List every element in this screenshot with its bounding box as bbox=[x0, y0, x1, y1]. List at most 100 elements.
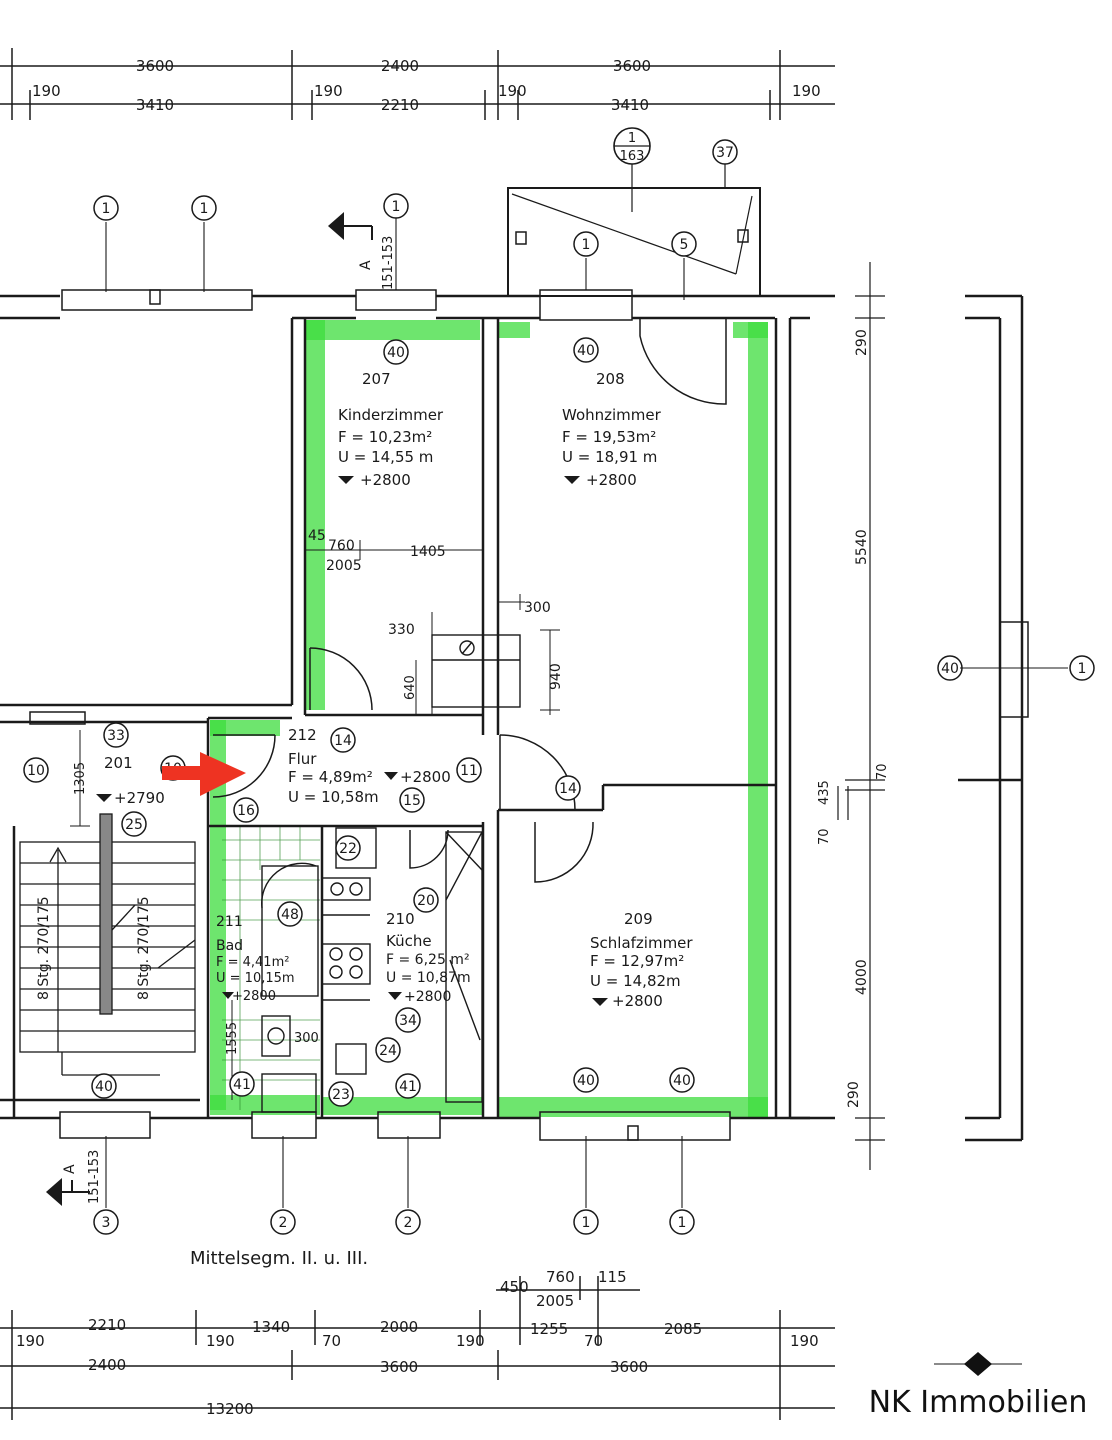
tag-circle bbox=[669, 1209, 695, 1235]
room-210-name: Küche bbox=[386, 932, 432, 950]
tag-40: 40 bbox=[573, 1067, 599, 1093]
dim-1305: 1305 bbox=[73, 762, 88, 795]
dim-bottom-190-b: 190 bbox=[206, 1332, 235, 1350]
tag-circle bbox=[277, 901, 303, 927]
dim-330: 330 bbox=[388, 622, 415, 638]
tag-circle bbox=[270, 1209, 296, 1235]
room-209-area: F = 12,97m² bbox=[590, 952, 684, 970]
dim-top-2210: 2210 bbox=[381, 96, 419, 114]
tag-1: 1 bbox=[669, 1209, 695, 1235]
room-212-perimeter: U = 10,58m bbox=[288, 788, 379, 806]
dim-top-190-d: 190 bbox=[792, 82, 821, 100]
tag-label: 14 bbox=[559, 781, 577, 797]
tag-41: 41 bbox=[395, 1073, 421, 1099]
dim-760: 760 bbox=[328, 538, 355, 554]
tag-label: 40 bbox=[95, 1079, 113, 1095]
dim-top-190-b: 190 bbox=[314, 82, 343, 100]
tag-5: 5 bbox=[671, 231, 697, 257]
tag-25: 25 bbox=[121, 811, 147, 837]
tag-label: 2 bbox=[279, 1215, 288, 1231]
level-marker-icon bbox=[338, 476, 354, 484]
tag-2: 2 bbox=[270, 1209, 296, 1235]
room-201-level: +2790 bbox=[114, 789, 165, 807]
tag-label: 40 bbox=[387, 345, 405, 361]
bath-tile-grid bbox=[222, 826, 320, 1110]
tag-1: 1 bbox=[191, 195, 217, 221]
tag-circle bbox=[330, 727, 356, 753]
room-212-level: +2800 bbox=[400, 768, 451, 786]
room-210-area: F = 6,25 m² bbox=[386, 952, 470, 968]
dim-top-190-c: 190 bbox=[498, 82, 527, 100]
dim-bottom-190-d: 190 bbox=[790, 1332, 819, 1350]
room-207-name: Kinderzimmer bbox=[338, 406, 444, 424]
tag-circle bbox=[573, 231, 599, 257]
tag-label: 3 bbox=[102, 1215, 111, 1231]
tag-circle bbox=[191, 195, 217, 221]
tag-circle bbox=[121, 811, 147, 837]
dim-top-3600-b: 3600 bbox=[613, 57, 651, 75]
dim-bottom-1340: 1340 bbox=[252, 1318, 290, 1336]
tag-40: 40 bbox=[91, 1073, 117, 1099]
tag-label: 1 bbox=[200, 201, 209, 217]
room-208-level: +2800 bbox=[586, 471, 637, 489]
tag-label: 40 bbox=[673, 1073, 691, 1089]
dim-right-435: 435 bbox=[817, 780, 832, 805]
dim-bottom-760: 760 bbox=[546, 1268, 575, 1286]
dim-640: 640 bbox=[403, 675, 418, 700]
dim-top-3410-a: 3410 bbox=[136, 96, 174, 114]
dim-bottom-70-b: 70 bbox=[584, 1332, 603, 1350]
tag-circle bbox=[395, 1073, 421, 1099]
tag-label: 37 bbox=[716, 145, 734, 161]
tag-label: 34 bbox=[399, 1013, 417, 1029]
dim-bottom-3600-b: 3600 bbox=[610, 1358, 648, 1376]
dim-1555: 1555 bbox=[225, 1022, 240, 1055]
level-marker-icon bbox=[222, 992, 234, 999]
tag-label: 1 bbox=[102, 201, 111, 217]
dim-top-2400: 2400 bbox=[381, 57, 419, 75]
tag-37: 37 bbox=[712, 139, 738, 165]
tag-34: 34 bbox=[395, 1007, 421, 1033]
diamond-icon bbox=[964, 1352, 992, 1376]
tag-label: 48 bbox=[281, 907, 299, 923]
brand-name: NK Immobilien bbox=[869, 1385, 1088, 1420]
tag-15: 15 bbox=[399, 787, 425, 813]
bottom-dimension-labels: 450 760 115 2005 190 2210 190 1340 70 20… bbox=[16, 1268, 819, 1418]
tag-label: 1 bbox=[392, 199, 401, 215]
right-dimension-lines bbox=[837, 262, 885, 1170]
tag-1: 1 bbox=[1069, 655, 1095, 681]
tag-11: 11 bbox=[456, 757, 482, 783]
tag-label: 1 bbox=[582, 1215, 591, 1231]
room-211-number: 211 bbox=[216, 914, 243, 930]
tag-circle bbox=[712, 139, 738, 165]
room-209-name: Schlafzimmer bbox=[590, 934, 693, 952]
detail-number: 1 bbox=[628, 131, 636, 146]
tag-10: 10 bbox=[23, 757, 49, 783]
tag-label: 24 bbox=[379, 1043, 397, 1059]
section-marker-bottom: A 151-153 bbox=[46, 1150, 102, 1206]
tag-2: 2 bbox=[395, 1209, 421, 1235]
room-212-area: F = 4,89m² bbox=[288, 768, 373, 786]
stair-label-left: 8 Stg. 270/175 bbox=[36, 896, 52, 1000]
tag-circle bbox=[456, 757, 482, 783]
grid-reference-lines bbox=[105, 218, 1068, 1208]
tag-circle bbox=[93, 1209, 119, 1235]
tag-40: 40 bbox=[573, 337, 599, 363]
tag-label: 1 bbox=[1078, 661, 1087, 677]
level-marker-icon bbox=[592, 998, 608, 1006]
tag-40: 40 bbox=[937, 655, 963, 681]
level-marker-icon bbox=[384, 772, 398, 780]
tag-circle bbox=[383, 339, 409, 365]
tag-label: 1 bbox=[582, 237, 591, 253]
dim-bottom-2210: 2210 bbox=[88, 1316, 126, 1334]
room-207-level: +2800 bbox=[360, 471, 411, 489]
tag-label: 10 bbox=[27, 763, 45, 779]
tag-24: 24 bbox=[375, 1037, 401, 1063]
section-marker-top: A 151-153 bbox=[328, 212, 396, 290]
level-marker-icon bbox=[564, 476, 580, 484]
tag-1: 1 bbox=[383, 193, 409, 219]
section-ref-top: 151-153 bbox=[381, 236, 396, 290]
tag-14: 14 bbox=[555, 775, 581, 801]
room-211-area: F = 4,41m² bbox=[216, 955, 289, 970]
dim-45: 45 bbox=[308, 528, 326, 544]
room-210-level: +2800 bbox=[404, 989, 451, 1005]
